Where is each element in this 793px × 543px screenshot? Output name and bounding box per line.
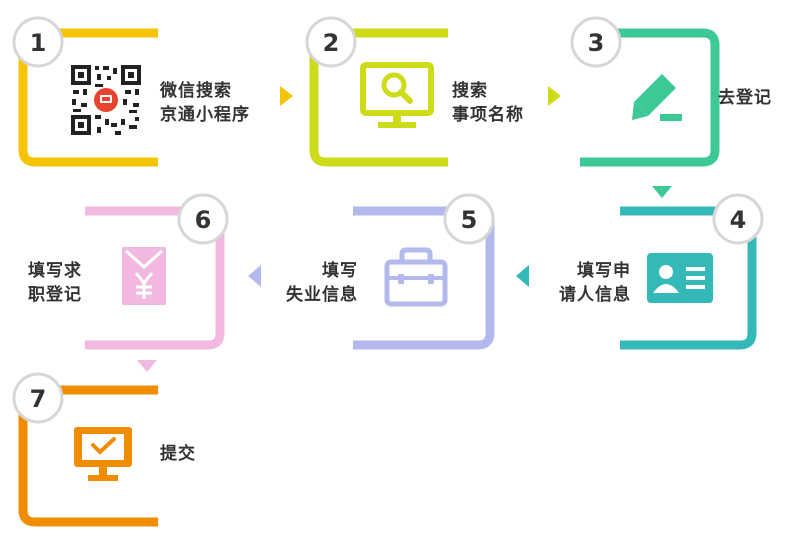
step-4-label-line-1: 填写申 [577, 261, 631, 281]
step-3-label: 去登记 [718, 86, 772, 110]
step-1-badge: 1 [12, 16, 64, 68]
arrow-2-to-3 [548, 86, 561, 106]
monitor-check-icon [74, 427, 132, 481]
step-3-badge: 3 [570, 16, 622, 68]
step-6-badge: 6 [177, 193, 229, 245]
step-2-number: 2 [323, 29, 340, 57]
step-1-label-line-1: 微信搜索 [160, 81, 232, 101]
arrow-1-to-2 [280, 86, 293, 106]
step-7-badge: 7 [12, 372, 64, 424]
monitor-search-icon [360, 62, 434, 128]
yuan-envelope-icon [122, 247, 166, 305]
step-7-number: 7 [30, 385, 47, 413]
briefcase-icon [384, 247, 448, 307]
arrow-4-to-5 [516, 265, 529, 287]
step-2-badge: 2 [305, 16, 357, 68]
step-1-label-line-2: 京通小程序 [160, 105, 250, 125]
step-4-label: 填写申 请人信息 [559, 259, 631, 307]
step-3-label-line-1: 去登记 [718, 88, 772, 108]
step-5-label: 填写 失业信息 [286, 259, 358, 307]
step-5-label-line-2: 失业信息 [286, 285, 358, 305]
arrow-6-to-7 [137, 360, 157, 372]
step-6-label-line-2: 职登记 [28, 285, 82, 305]
step-3-frame [580, 28, 720, 167]
step-2-label-line-1: 搜索 [452, 81, 488, 101]
step-2-label-line-2: 事项名称 [452, 105, 524, 125]
step-5-number: 5 [461, 206, 478, 234]
step-3-number: 3 [588, 29, 605, 57]
step-1-label: 微信搜索 京通小程序 [160, 79, 250, 127]
pencil-icon [632, 74, 682, 121]
step-6-label-line-1: 填写求 [28, 261, 82, 281]
step-4-label-line-2: 请人信息 [559, 285, 631, 305]
step-5-label-line-1: 填写 [322, 261, 358, 281]
step-2-label: 搜索 事项名称 [452, 79, 524, 127]
step-6-label: 填写求 职登记 [28, 259, 82, 307]
step-4-number: 4 [730, 206, 747, 234]
step-5-badge: 5 [443, 193, 495, 245]
step-4-badge: 4 [712, 193, 764, 245]
qr-code-icon [69, 63, 143, 137]
step-1-number: 1 [30, 29, 47, 57]
arrow-3-to-4 [652, 186, 672, 198]
step-7-label-line-1: 提交 [160, 444, 196, 464]
id-card-icon [647, 253, 713, 303]
arrow-5-to-6 [248, 265, 261, 287]
step-7-label: 提交 [160, 442, 196, 466]
step-6-number: 6 [195, 206, 212, 234]
